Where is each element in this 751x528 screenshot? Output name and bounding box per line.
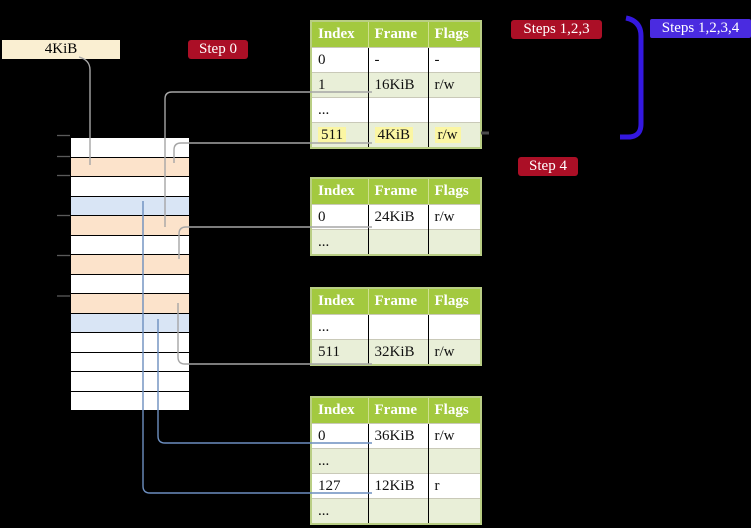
table-cell: 12KiB	[368, 473, 429, 499]
table-cell	[428, 498, 481, 524]
table-cell	[428, 229, 481, 255]
column-header-frame: Frame	[368, 397, 429, 424]
memory-frame-row-white	[71, 333, 189, 353]
column-header-index: Index	[311, 397, 369, 424]
memory-frame-row-white	[71, 177, 189, 197]
table-cell: ...	[311, 498, 369, 524]
table-cell: 0	[311, 47, 369, 73]
table-cell: ...	[311, 97, 369, 123]
badge-steps-1-2-3: Steps 1,2,3	[511, 20, 602, 39]
memory-frame-row-peach	[71, 255, 189, 275]
table-cell	[428, 314, 481, 340]
table-row: ...	[311, 229, 481, 255]
memory-frame-row-white	[71, 138, 189, 158]
table-cell: 511	[311, 339, 369, 365]
memory-frame-row-peach	[71, 294, 189, 314]
column-header-index: Index	[311, 21, 369, 48]
table-row: ...	[311, 97, 481, 123]
table-cell: r/w	[428, 204, 481, 230]
memory-frame-row-blue	[71, 313, 189, 333]
column-header-flags: Flags	[428, 288, 481, 315]
table-cell: r/w	[428, 122, 481, 148]
table-cell: 32KiB	[368, 339, 429, 365]
table-cell	[428, 97, 481, 123]
column-header-frame: Frame	[368, 178, 429, 205]
table-cell: -	[368, 47, 429, 73]
table-cell: 0	[311, 423, 369, 449]
table-cell	[368, 314, 429, 340]
physical-memory-column	[70, 137, 190, 411]
table-cell	[368, 97, 429, 123]
column-header-index: Index	[311, 178, 369, 205]
table-row: ...	[311, 314, 481, 340]
table-cell: r	[428, 473, 481, 499]
table-cell: 127	[311, 473, 369, 499]
badge-steps-1-2-3-4: Steps 1,2,3,4	[650, 19, 751, 38]
memory-frame-row-white	[71, 274, 189, 294]
column-header-flags: Flags	[428, 21, 481, 48]
table-cell: ...	[311, 448, 369, 474]
table-row: ...	[311, 498, 481, 524]
table-cell: ...	[311, 314, 369, 340]
column-header-frame: Frame	[368, 288, 429, 315]
table-cell: 36KiB	[368, 423, 429, 449]
column-header-frame: Frame	[368, 21, 429, 48]
table-cell: ...	[311, 229, 369, 255]
badge-step-4: Step 4	[518, 157, 578, 176]
highlighted-entry: r/w	[434, 126, 461, 143]
table-cell: 24KiB	[368, 204, 429, 230]
table-cell: -	[428, 47, 481, 73]
table-cell: 0	[311, 204, 369, 230]
recursive-loop-arrow	[620, 15, 644, 140]
table-cell	[368, 229, 429, 255]
table-row: 511 4KiB r/w	[311, 122, 481, 148]
table-row: ...	[311, 448, 481, 474]
table-cell: 16KiB	[368, 72, 429, 98]
table-cell: r/w	[428, 72, 481, 98]
table-cell: 4KiB	[368, 122, 429, 148]
memory-frame-row-blue	[71, 196, 189, 216]
column-header-flags: Flags	[428, 178, 481, 205]
memory-frame-row-white	[71, 391, 189, 410]
highlighted-entry: 511	[318, 126, 346, 143]
memory-frame-row-peach	[71, 157, 189, 177]
memory-frame-row-white	[71, 352, 189, 372]
memory-frame-row-white	[71, 372, 189, 392]
memory-frame-row-peach	[71, 216, 189, 236]
column-header-index: Index	[311, 288, 369, 315]
table-row: 0--	[311, 47, 481, 73]
table-cell: 511	[311, 122, 369, 148]
table-cell	[428, 448, 481, 474]
memory-frame-row-white	[71, 235, 189, 255]
memory-address-label: 4KiB	[2, 40, 120, 59]
table-cell	[368, 448, 429, 474]
table-cell: r/w	[428, 339, 481, 365]
table-cell: 1	[311, 72, 369, 98]
badge-step-0: Step 0	[188, 40, 248, 59]
highlighted-entry: 4KiB	[374, 126, 414, 143]
table-cell: r/w	[428, 423, 481, 449]
memory-tick-marks	[57, 134, 70, 297]
column-header-flags: Flags	[428, 397, 481, 424]
table-cell	[368, 498, 429, 524]
